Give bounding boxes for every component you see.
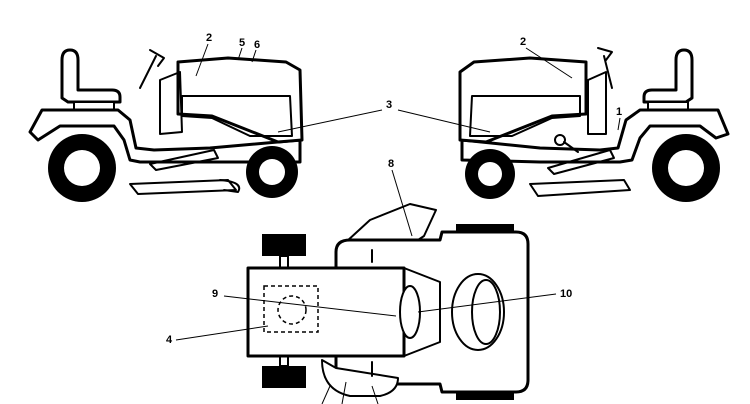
callout-10: 10 bbox=[560, 288, 572, 300]
callout-3: 3 bbox=[386, 99, 392, 111]
seat-right bbox=[642, 48, 694, 104]
callout-5: 5 bbox=[239, 37, 245, 49]
front-hub-left bbox=[259, 159, 285, 185]
leader-6 bbox=[251, 49, 257, 63]
leader-8 bbox=[391, 169, 413, 237]
callout-1: 1 bbox=[616, 106, 622, 118]
hood-front-angle bbox=[403, 267, 441, 357]
callout-8: 8 bbox=[388, 158, 394, 170]
dash-right bbox=[587, 71, 607, 135]
rear-hub-left bbox=[64, 150, 100, 186]
callout-2-right: 2 bbox=[520, 36, 526, 48]
ignition-knob-right bbox=[554, 134, 566, 146]
leader-1 bbox=[617, 117, 621, 131]
rear-tire-top-upper bbox=[456, 224, 514, 232]
callout-9: 9 bbox=[212, 288, 218, 300]
leader-lines bbox=[175, 43, 621, 404]
steering-column-top bbox=[399, 285, 421, 339]
lever-right bbox=[563, 141, 579, 153]
leader-bottom-b bbox=[341, 381, 347, 404]
tractor-right-side-view bbox=[458, 47, 730, 202]
tractor-top-view bbox=[246, 203, 530, 400]
leader-bottom-c bbox=[371, 385, 379, 404]
engine-cap-outline bbox=[277, 295, 307, 325]
lift-arm-right bbox=[547, 149, 615, 175]
discharge-chute-top bbox=[345, 203, 437, 245]
steering-wheel-right bbox=[597, 47, 613, 89]
lift-arm-left bbox=[149, 149, 219, 171]
hood-panel-right bbox=[469, 95, 581, 137]
callout-2-left: 2 bbox=[206, 32, 212, 44]
body-right bbox=[460, 108, 730, 164]
chute-left bbox=[219, 179, 241, 193]
front-tire-top-upper bbox=[262, 234, 306, 256]
seat-top bbox=[451, 273, 505, 351]
callout-labels: 2 5 6 2 3 1 8 9 10 4 bbox=[166, 32, 622, 346]
dash-left bbox=[159, 71, 183, 135]
rear-tire-top-lower bbox=[456, 392, 514, 400]
rear-hub-right bbox=[668, 150, 704, 186]
mower-deck-top bbox=[321, 359, 399, 397]
steering-wheel-left bbox=[139, 49, 165, 89]
leader-5 bbox=[237, 47, 243, 61]
front-tire-top-lower bbox=[262, 366, 306, 388]
front-hub-right bbox=[478, 162, 502, 186]
leader-3-right bbox=[397, 109, 491, 133]
leader-9 bbox=[223, 295, 397, 317]
seat-back-top bbox=[471, 279, 501, 345]
hood-left bbox=[176, 56, 304, 144]
leader-4 bbox=[175, 325, 269, 341]
leader-2-left bbox=[195, 43, 209, 77]
axle-upper bbox=[279, 255, 289, 269]
leader-2-right bbox=[525, 47, 573, 79]
callout-6: 6 bbox=[254, 39, 260, 51]
seat-left bbox=[60, 48, 122, 104]
callout-4: 4 bbox=[166, 334, 173, 346]
leader-bottom-a bbox=[321, 385, 331, 404]
mower-deck-right bbox=[529, 179, 631, 197]
tractor-left-side-view bbox=[28, 48, 304, 202]
mower-deck-left bbox=[129, 179, 237, 195]
hood-top bbox=[246, 266, 406, 358]
leader-3-left bbox=[277, 109, 383, 133]
engine-outline-top bbox=[263, 285, 319, 333]
body-left bbox=[28, 108, 302, 164]
hood-right bbox=[458, 56, 588, 144]
leader-10 bbox=[417, 293, 557, 313]
